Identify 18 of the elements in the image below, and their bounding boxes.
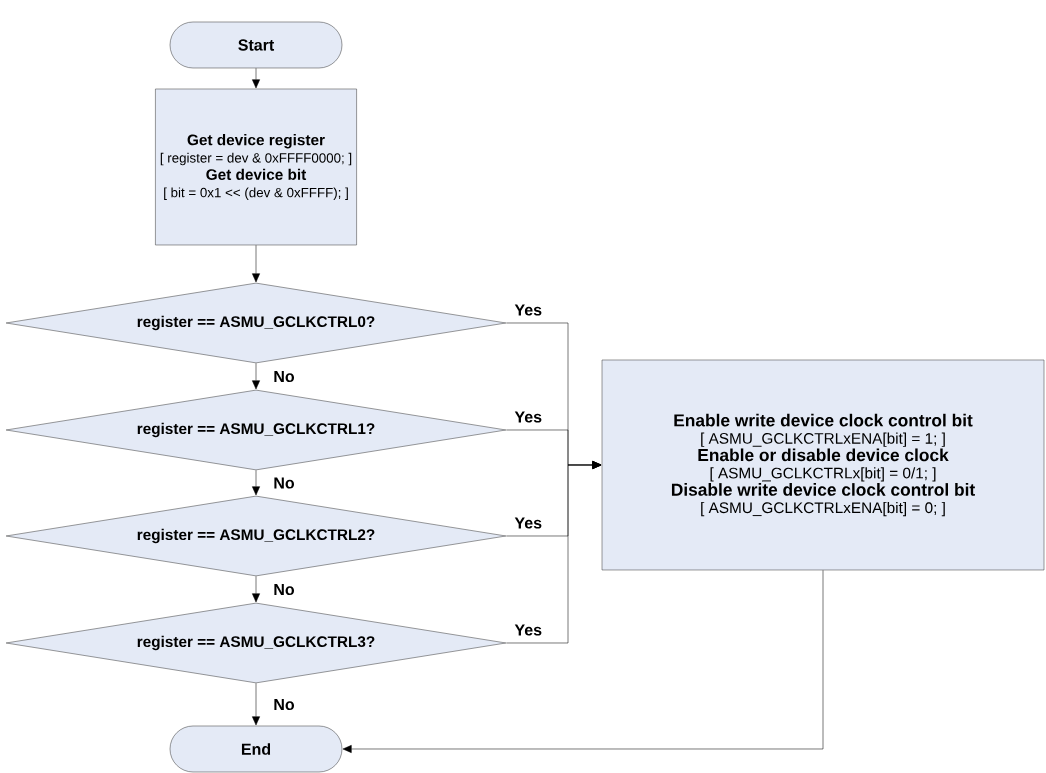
arrow	[252, 363, 260, 390]
arrow	[506, 461, 602, 644]
process-box: Get device register [ register = dev & 0xFFFF0000; ] Get device bit [ bit = 0x1 << (dev & 0xFFFF); ]	[155, 88, 357, 246]
edge-label: No	[272, 697, 296, 712]
edge-label: Yes	[513, 410, 544, 424]
edge-label: Yes	[513, 303, 544, 317]
arrow	[252, 683, 260, 726]
arrow	[252, 68, 260, 89]
edge-label: No	[272, 582, 296, 597]
edge-label: Yes	[513, 623, 544, 637]
arrow	[252, 576, 260, 603]
edge-label: Yes	[513, 516, 544, 530]
edge-label: No	[272, 476, 296, 490]
process-box: Enable write device clock control bit [ ASMU_GCLKCTRLxENA[bit] = 1; ] Enable or disable device clock [ ASMU_GCLKCTRLx[bit] = 0/1; ] Disable write device clock control bit [ ASMU_GCLKCTRLxENA[bit] = 0; ]	[601, 359, 1045, 571]
edge-label: No	[272, 369, 296, 384]
arrow	[252, 245, 260, 283]
arrow	[252, 470, 260, 496]
arrow	[342, 570, 824, 753]
